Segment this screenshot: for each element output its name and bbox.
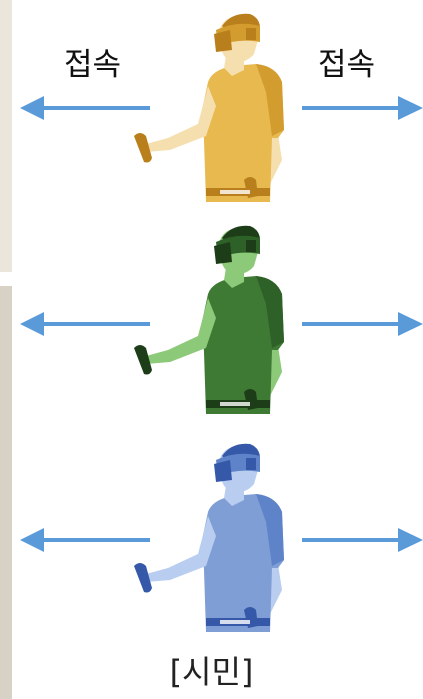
arrowhead-right-top bbox=[398, 96, 423, 120]
arrowhead-left-top bbox=[20, 96, 44, 120]
arrowhead-left-middle bbox=[20, 312, 44, 336]
arrowhead-right-middle bbox=[398, 312, 423, 336]
arrowhead-right-bottom bbox=[398, 528, 423, 552]
vr-user-figure-bottom bbox=[134, 444, 284, 632]
vr-user-figure-top bbox=[134, 14, 284, 202]
caption-citizen: [시민] bbox=[0, 656, 423, 688]
arrowhead-left-bottom bbox=[20, 528, 44, 552]
vr-user-figure-middle bbox=[134, 226, 284, 414]
